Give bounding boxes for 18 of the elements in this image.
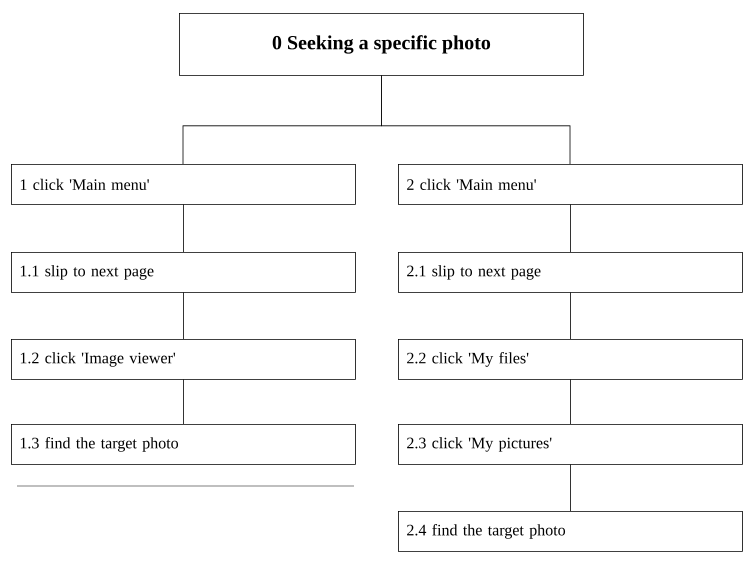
connector-line (570, 379, 571, 424)
connector-line (381, 75, 570, 164)
connector-line (183, 379, 184, 424)
connector-line (570, 204, 571, 252)
heading-box: 0 Seeking a specific photo (179, 13, 584, 76)
connector-line (183, 292, 184, 340)
connector-line (570, 292, 571, 340)
step-box: 1 click 'Main menu' (11, 164, 356, 205)
step-box: 2.1 slip to next page (398, 252, 743, 293)
step-box: 1.2 click 'Image viewer' (11, 339, 356, 380)
step-box: 2 click 'Main menu' (398, 164, 743, 205)
connector-line (570, 464, 571, 512)
step-box: 2.4 find the target photo (398, 511, 743, 552)
step-box: 1.3 find the target photo (11, 424, 356, 465)
step-box: 2.2 click 'My files' (398, 339, 743, 380)
step-box: 1.1 slip to next page (11, 252, 356, 293)
step-box: 2.3 click 'My pictures' (398, 424, 743, 465)
connector-line (183, 204, 184, 252)
